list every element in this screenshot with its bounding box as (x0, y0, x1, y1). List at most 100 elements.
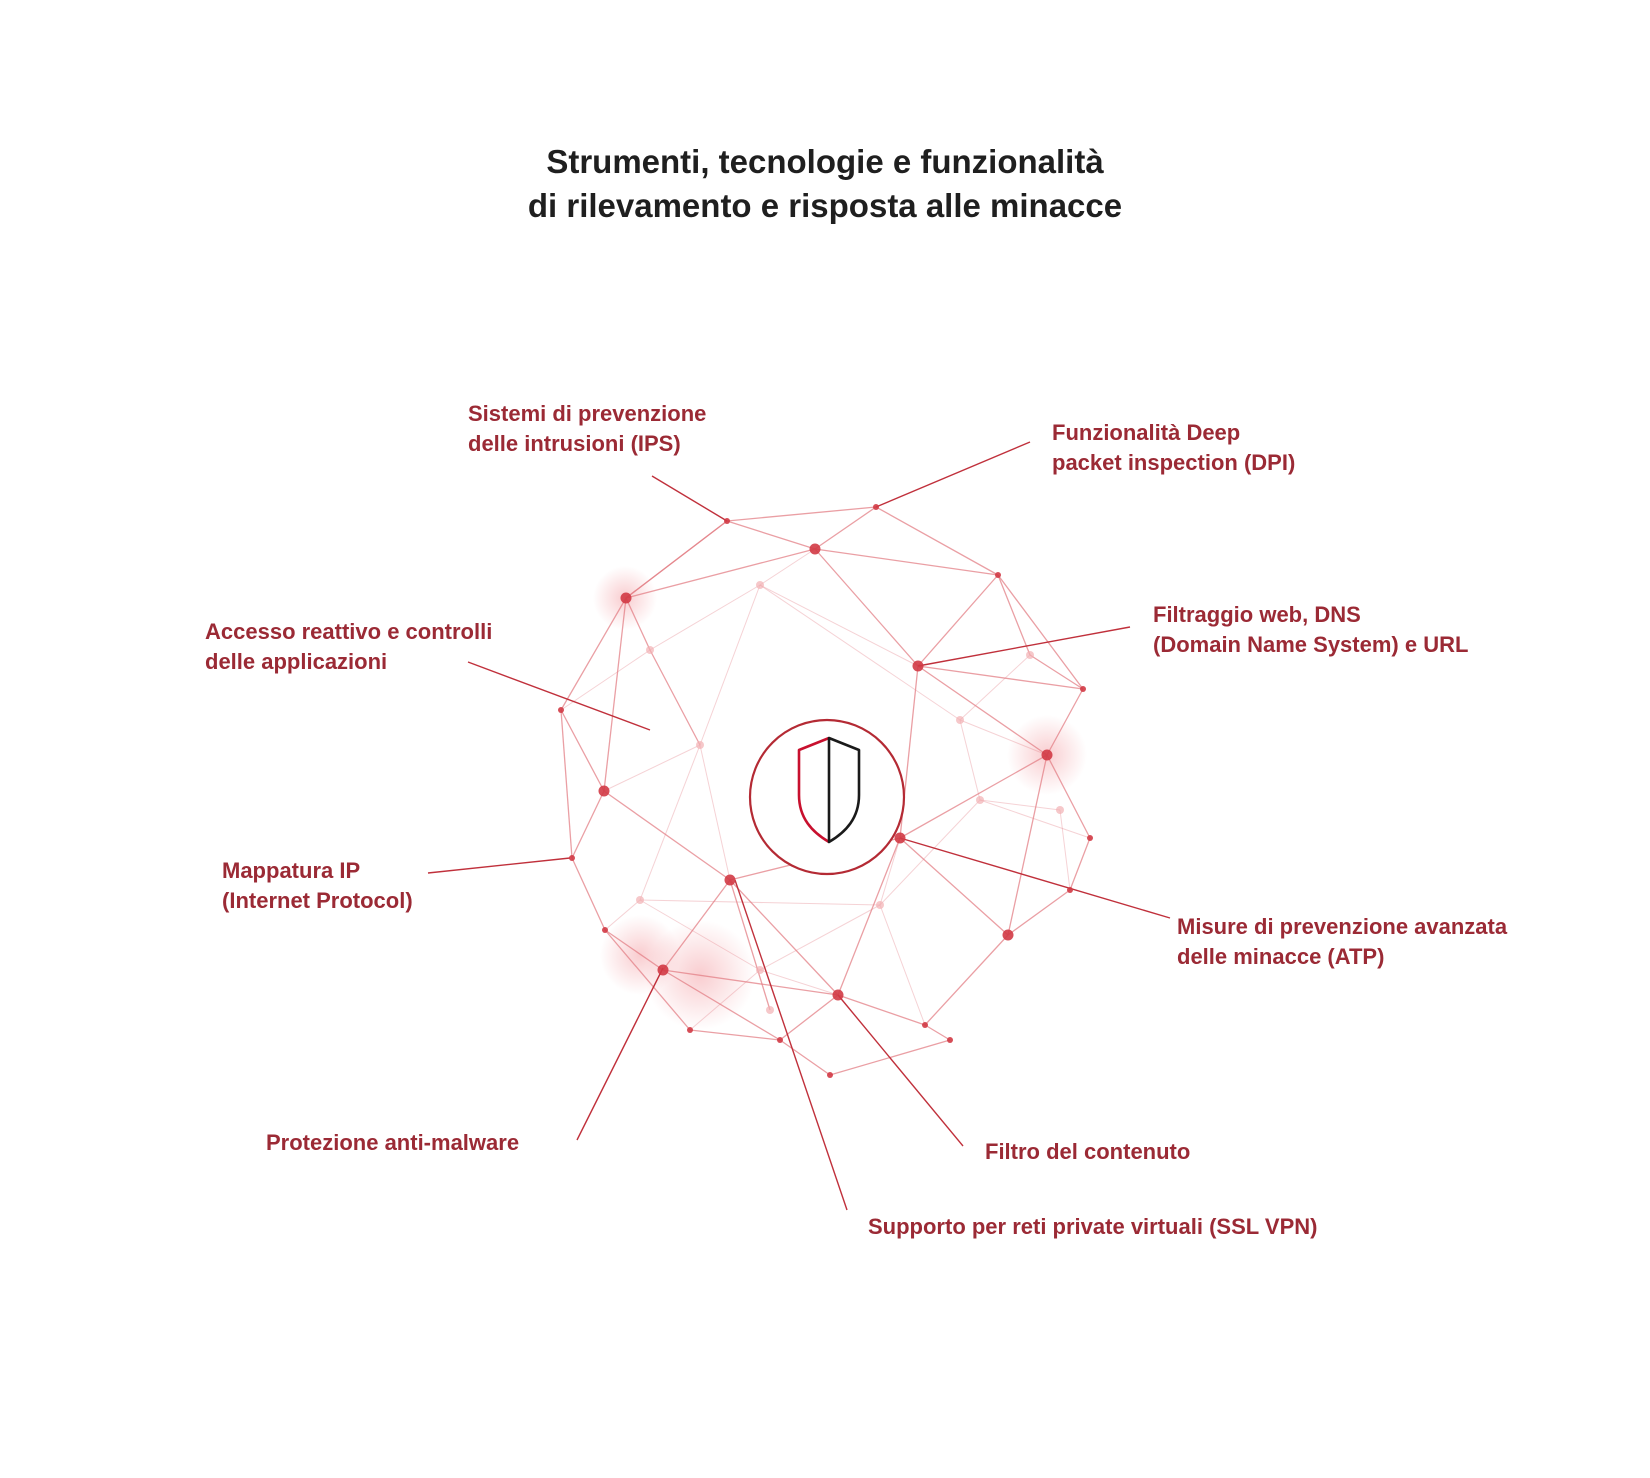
leader-line (917, 626, 1131, 667)
mesh-edge (814, 506, 877, 550)
mesh-edge-back (759, 969, 839, 996)
diagram-title: Strumenti, tecnologie e funzionalità di … (0, 140, 1650, 228)
mesh-edge (924, 1024, 951, 1041)
mesh-edge (875, 506, 999, 576)
label-ips: Sistemi di prevenzione delle intrusioni … (468, 401, 707, 456)
mesh-edge (1046, 754, 1091, 839)
mesh-edge-back (759, 548, 816, 586)
mesh-node (598, 785, 610, 797)
mesh-node (894, 832, 906, 844)
mesh-node (912, 660, 924, 672)
label-ssl-vpn: Supporto per reti private virtuali (SSL … (868, 1214, 1318, 1239)
mesh-edge-back (759, 584, 919, 667)
mesh-node (827, 1072, 833, 1078)
mesh-edge-back (604, 899, 641, 931)
mesh-edge (571, 857, 606, 931)
mesh-node (809, 543, 821, 555)
mesh-edge (662, 879, 731, 971)
label-leader-lines (427, 441, 1171, 1211)
mesh-node (976, 796, 984, 804)
mesh-node (558, 707, 564, 713)
mesh-edge (625, 520, 728, 599)
mesh-edge-back (603, 744, 701, 792)
mesh-node (876, 901, 884, 909)
mesh-edge-back (959, 719, 1048, 756)
mesh-edge (625, 597, 651, 651)
mesh-edge-back (959, 654, 1031, 721)
label-access-control: Accesso reattivo e controlli delle appli… (205, 619, 493, 674)
mesh-edge-back (639, 899, 761, 971)
mesh-edge-back (699, 744, 731, 881)
mesh-edge (560, 709, 605, 792)
leader-line (427, 857, 571, 874)
mesh-edge (662, 969, 839, 996)
mesh-edge (917, 574, 999, 667)
title-line-1: Strumenti, tecnologie e funzionalità (546, 143, 1104, 180)
mesh-node (756, 966, 764, 974)
mesh-edge (560, 597, 627, 711)
mesh-edge-back (979, 799, 1091, 839)
mesh-node (947, 1037, 953, 1043)
sphere-mesh-back (560, 548, 1091, 1031)
mesh-edge (560, 709, 573, 859)
mesh-edge (997, 574, 1031, 656)
mesh-edge-back (759, 584, 961, 721)
mesh-edge-back (1059, 809, 1071, 891)
mesh-node (569, 855, 575, 861)
mesh-edge (729, 879, 839, 996)
mesh-edge (1069, 837, 1091, 891)
mesh-edge (837, 837, 901, 996)
mesh-edge (604, 929, 691, 1031)
leader-line (467, 661, 651, 731)
mesh-edge (603, 597, 627, 792)
mesh-edge-back (689, 969, 761, 1031)
mesh-node (1067, 887, 1073, 893)
shield-right-half (827, 736, 861, 844)
mesh-node (646, 646, 654, 654)
mesh-node (687, 1027, 693, 1033)
mesh-node (602, 927, 608, 933)
mesh-edge (603, 790, 731, 881)
mesh-edge (729, 879, 771, 1011)
mesh-edge (649, 649, 701, 746)
leader-line (651, 475, 728, 522)
mesh-node (756, 581, 764, 589)
mesh-node (956, 716, 964, 724)
mesh-edge-back (560, 649, 651, 711)
mesh-node (777, 1037, 783, 1043)
mesh-edge-back (649, 584, 761, 651)
leader-line (734, 879, 848, 1211)
mesh-edge-back (759, 904, 881, 971)
mesh-edge (1007, 889, 1071, 936)
mesh-node (1080, 686, 1086, 692)
mesh-edge (779, 1039, 831, 1076)
mesh-node (724, 874, 736, 886)
sphere-mesh-front (560, 506, 1091, 1076)
title-line-2: di rilevamento e risposta alle minacce (527, 187, 1123, 224)
mesh-node (995, 572, 1001, 578)
shield-icon (797, 736, 861, 844)
leader-line (875, 441, 1031, 508)
mesh-edge-back (959, 719, 981, 801)
mesh-edge (1046, 688, 1084, 756)
mesh-node (1087, 835, 1093, 841)
mesh-edge-back (879, 837, 901, 906)
mesh-edge (662, 969, 781, 1041)
sphere-nodes (558, 504, 1093, 1078)
label-dpi: Funzionalità Deep packet inspection (DPI… (1052, 420, 1296, 475)
label-ip-mapping: Mappatura IP (Internet Protocol) (222, 858, 413, 913)
mesh-node (1002, 929, 1014, 941)
mesh-node (657, 964, 669, 976)
mesh-node (873, 504, 879, 510)
mesh-node (620, 592, 632, 604)
mesh-node (696, 741, 704, 749)
mesh-edge (1007, 754, 1048, 936)
label-atp: Misure di prevenzione avanzata delle min… (1177, 914, 1508, 969)
mesh-edge-back (699, 584, 761, 746)
mesh-edge (917, 665, 1048, 756)
mesh-node (636, 896, 644, 904)
mesh-edge (899, 837, 1009, 936)
leader-line (899, 837, 1171, 919)
label-content-filter: Filtro del contenuto (985, 1139, 1191, 1164)
